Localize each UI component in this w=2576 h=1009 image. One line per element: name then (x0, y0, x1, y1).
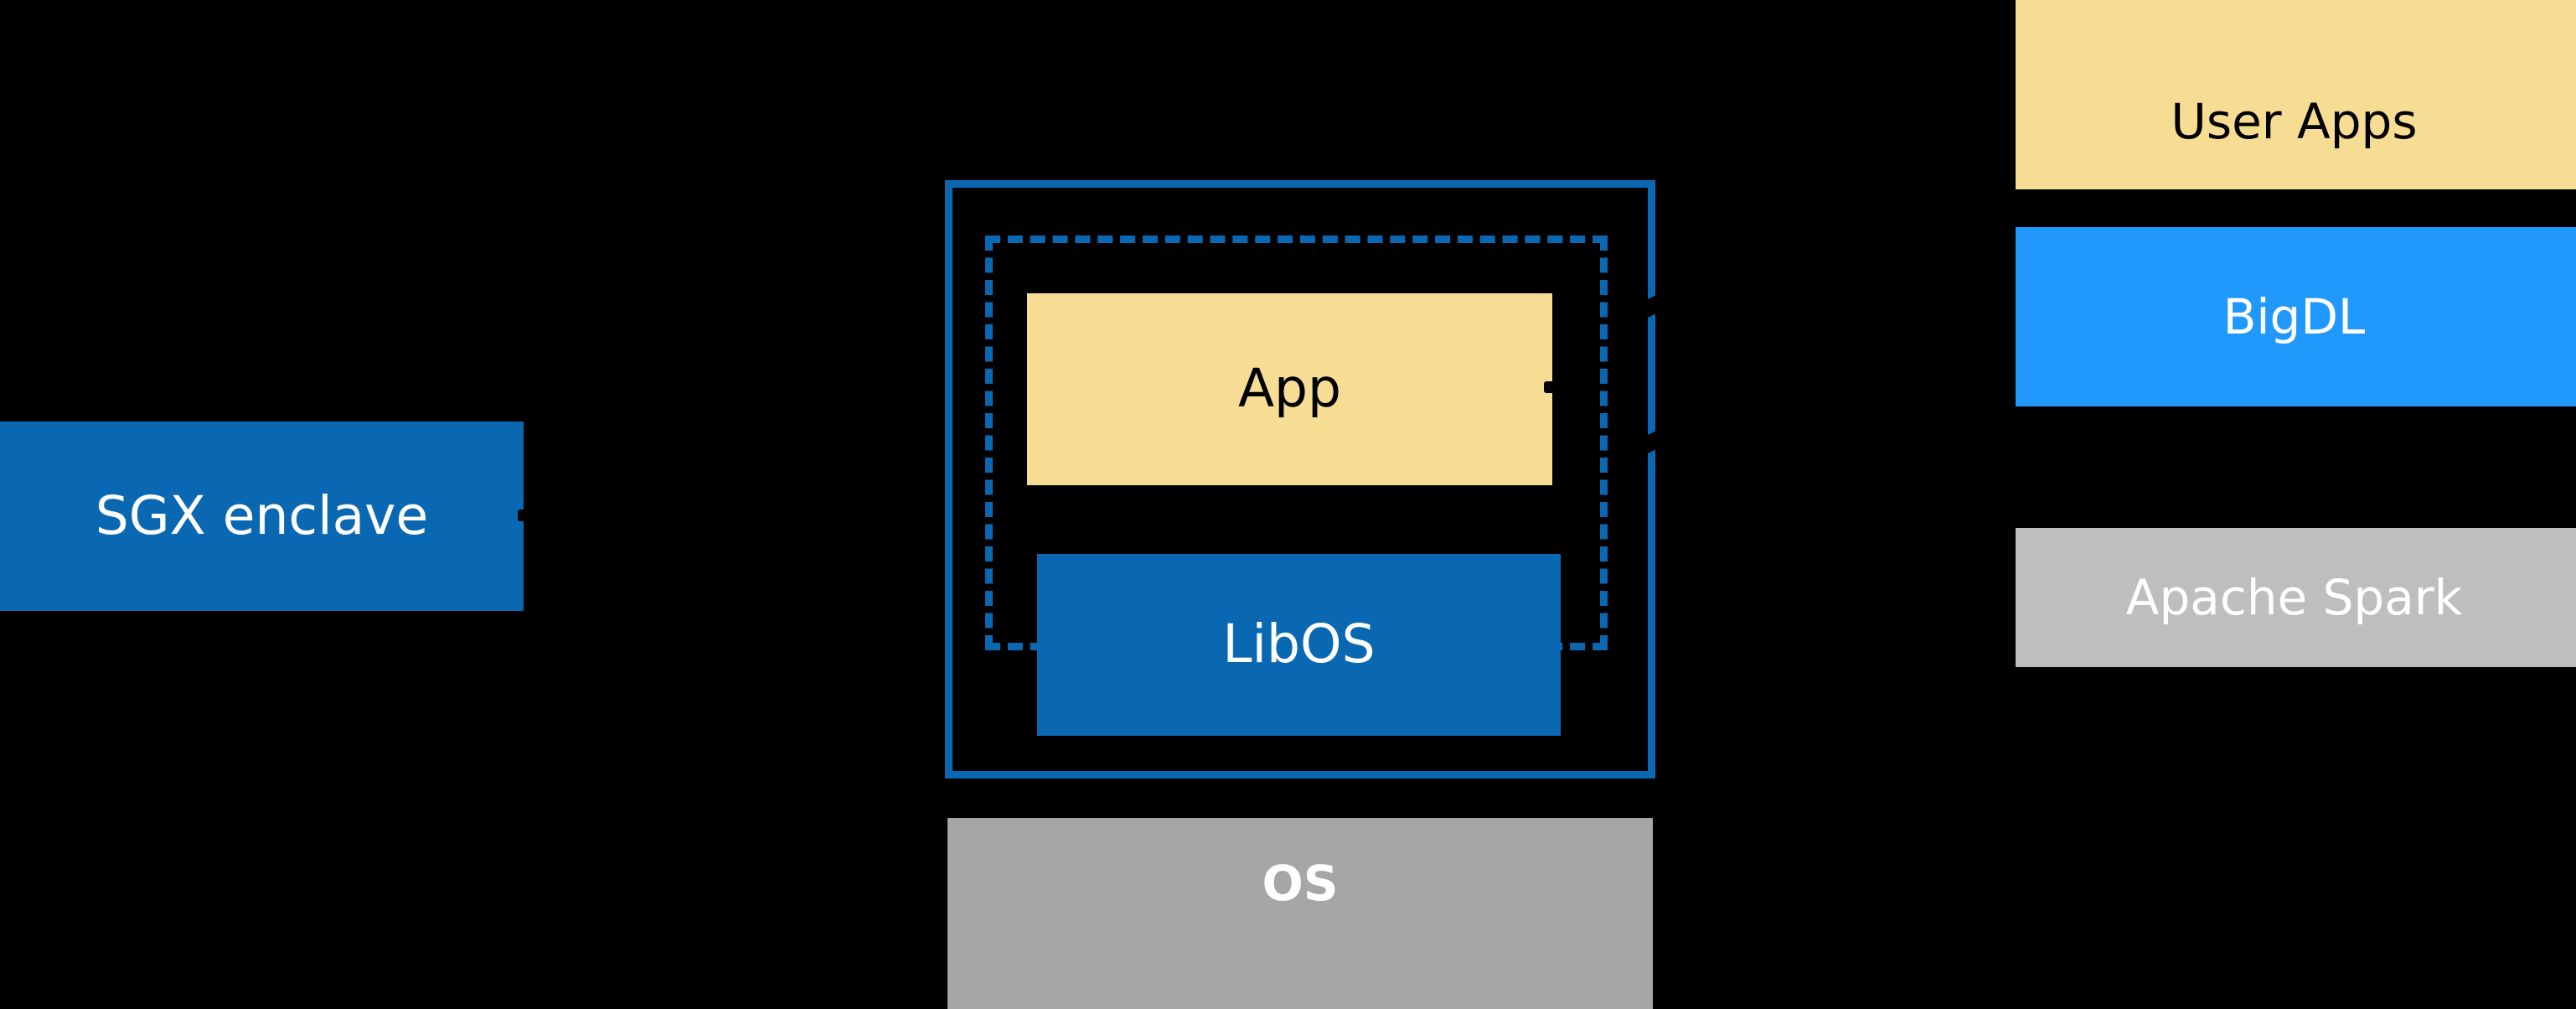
libos-to-app-arrow-icon (1544, 381, 1556, 393)
enclave-boundary-frame (945, 180, 1655, 779)
libos-label: LibOS (1222, 613, 1376, 675)
apache-spark-box: Apache Spark (2016, 528, 2576, 667)
sgx-enclave-box: SGX enclave (0, 422, 524, 611)
os-box: OS (947, 818, 1653, 1009)
sgx-enclave-arrow-icon (518, 510, 529, 521)
bigdl-box: BigDL (2016, 227, 2576, 406)
sgx-enclave-label: SGX enclave (95, 484, 429, 546)
bigdl-label: BigDL (2222, 287, 2366, 345)
app-label: App (1237, 358, 1342, 420)
user-apps-label: User Apps (2171, 93, 2418, 151)
app-box: App (1027, 293, 1552, 485)
os-label: OS (1262, 855, 1339, 912)
libos-box: LibOS (1037, 554, 1561, 736)
apache-spark-label: Apache Spark (2125, 568, 2463, 626)
user-apps-box: User Apps (2016, 0, 2576, 189)
